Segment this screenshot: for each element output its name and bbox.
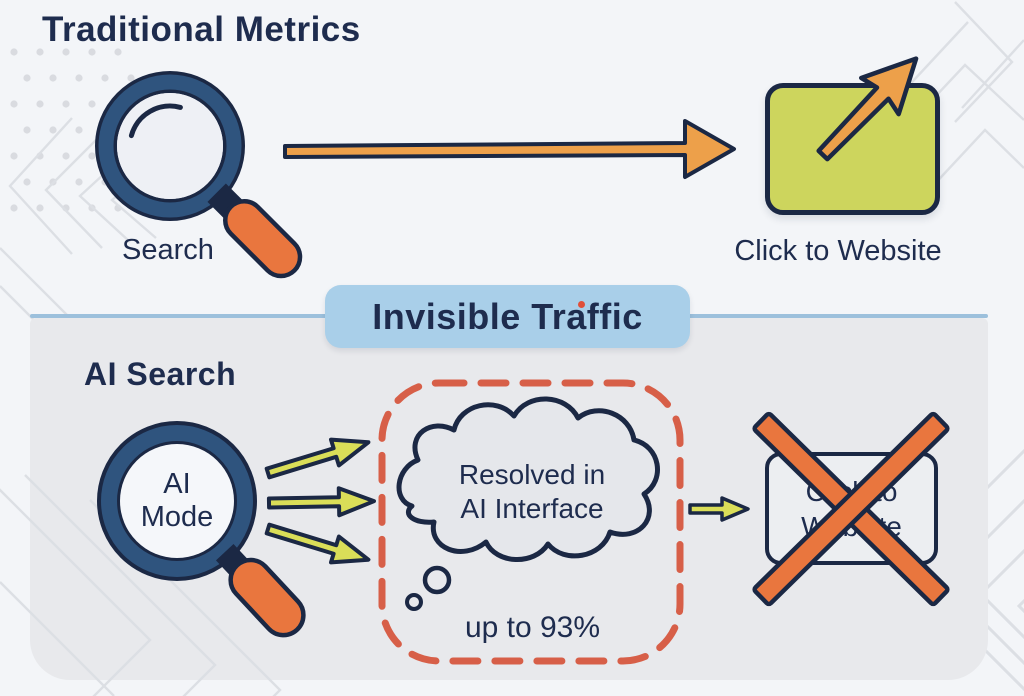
flow-arrow-icon	[283, 119, 736, 179]
resolved-in-ai-text: Resolved in AI Interface	[418, 456, 646, 528]
website-box-icon	[765, 83, 940, 215]
red-dot-accent	[578, 301, 585, 308]
thought-cloud-icon	[396, 396, 660, 611]
magnifier-handle	[215, 544, 306, 638]
thought-bubble-dot-large	[422, 565, 452, 595]
ai-mode-lens-text: AI Mode	[107, 462, 247, 540]
external-link-icon	[816, 56, 919, 162]
cloud-line1: Resolved in	[458, 458, 606, 490]
lens-highlight-arc	[128, 103, 183, 139]
no-click-icon	[752, 411, 950, 607]
magnifier-handle	[207, 183, 303, 279]
invisible-traffic-badge: Invisible Traffic	[325, 285, 690, 348]
search-icon	[95, 71, 303, 279]
cloud-line2: AI Interface	[460, 493, 604, 524]
stat-label: up to 93%	[464, 611, 601, 644]
dashed-boundary-icon	[378, 379, 684, 665]
invisible-traffic-badge-label: Invisible Traffic	[372, 295, 643, 337]
ai-mode-line1: AI	[163, 467, 191, 500]
ai-search-title: AI Search	[84, 356, 237, 392]
traditional-metrics-title: Traditional Metrics	[42, 10, 361, 49]
search-label: Search	[122, 234, 214, 266]
ai-mode-line2: Mode	[140, 501, 214, 533]
result-arrow-icon	[688, 496, 750, 522]
fan-arrows-icon	[264, 437, 376, 565]
ai-search-icon	[97, 421, 306, 638]
click-to-website-label: Click to Website	[734, 235, 942, 267]
thought-bubble-dot-small	[405, 593, 423, 611]
